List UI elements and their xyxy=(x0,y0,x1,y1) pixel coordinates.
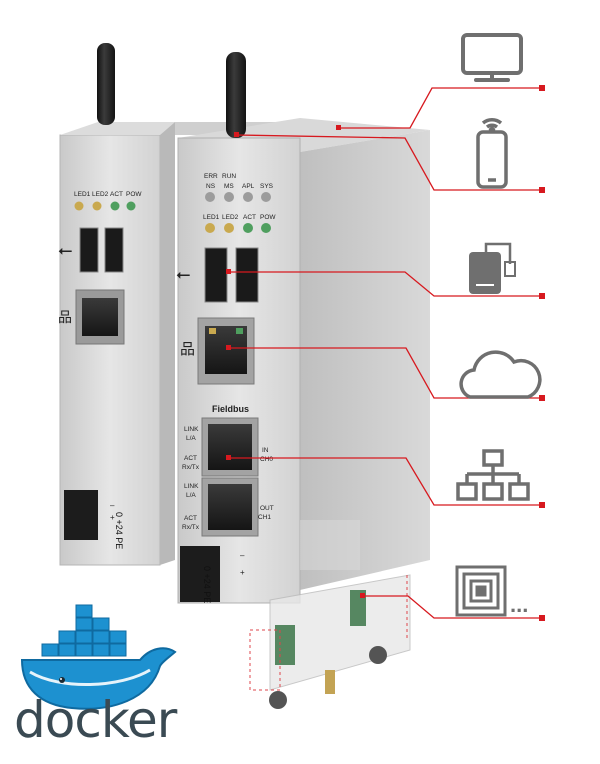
back-led-label-3: ACT xyxy=(110,191,123,198)
antenna-back xyxy=(97,43,115,125)
led-run: RUN xyxy=(222,173,236,180)
fb1-la: L/A xyxy=(186,435,196,442)
ethernet-symbol-icon: 品 xyxy=(180,341,195,358)
front-power-terminal: – + 0 +24 PE xyxy=(180,546,245,603)
fb1-ch0: CH0 xyxy=(260,456,273,463)
fieldbus-title: Fieldbus xyxy=(212,404,249,414)
back-power-terminal: – + 0 +24 PE xyxy=(64,490,124,549)
expansion-board xyxy=(249,520,411,709)
fb2-act: ACT xyxy=(184,515,197,522)
fb1-link: LINK xyxy=(184,426,199,433)
led-pow: POW xyxy=(260,214,276,221)
monitor-icon xyxy=(461,33,523,82)
front-power-label: 0 +24 PE xyxy=(202,566,212,603)
back-led-label-1: LED1 xyxy=(74,191,91,198)
led-1: LED1 xyxy=(203,214,220,221)
network-tree-icon xyxy=(456,449,530,501)
front-plus: + xyxy=(240,568,245,577)
usb-icon: ⭠ xyxy=(58,240,72,260)
fb1-rxtx: Rx/Tx xyxy=(182,464,200,471)
fb1-in: IN xyxy=(262,447,269,454)
smartphone-wifi-icon xyxy=(476,118,508,189)
cloud-icon xyxy=(459,350,542,399)
ellipsis-text: ... xyxy=(510,592,528,617)
fb2-link: LINK xyxy=(184,483,199,490)
rfid-chip-icon xyxy=(455,565,507,617)
back-plus: + xyxy=(110,513,115,522)
back-led-row: LED1 LED2 ACT POW xyxy=(74,191,142,211)
led-apl: APL xyxy=(242,183,255,190)
led-2: LED2 xyxy=(222,214,239,221)
back-usb-ports: ⭠ xyxy=(58,227,124,273)
back-minus: – xyxy=(110,501,115,510)
back-led-label-4: POW xyxy=(126,191,142,198)
back-device: LED1 LED2 ACT POW ⭠ 品 – + 0 +24 PE xyxy=(58,43,300,566)
front-minus: – xyxy=(240,551,245,560)
back-power-label: 0 +24 PE xyxy=(114,512,124,549)
fb2-rxtx: Rx/Tx xyxy=(182,524,200,531)
led-err: ERR xyxy=(204,173,218,180)
fb2-ch1: CH1 xyxy=(258,514,271,521)
ethernet-icon: 品 xyxy=(58,309,72,325)
fb1-act: ACT xyxy=(184,455,197,462)
connector-dots xyxy=(226,85,545,621)
usb-drive-icon xyxy=(469,242,516,294)
front-device: ERR RUN APL SYS NS MS LED1 LED2 ACT POW … xyxy=(176,52,430,709)
docker-wordmark: docker xyxy=(14,691,177,749)
led-sys: SYS xyxy=(260,183,274,190)
back-ethernet-port: 品 xyxy=(58,289,125,345)
antenna-front xyxy=(226,52,246,138)
fb2-la: L/A xyxy=(186,492,196,499)
back-led-label-2: LED2 xyxy=(92,191,109,198)
usb-symbol-icon: ⭠ xyxy=(176,264,190,284)
led-ms: MS xyxy=(224,183,234,190)
front-ethernet-port: 品 xyxy=(180,317,255,385)
led-ns: NS xyxy=(206,183,216,190)
docker-whale-logo xyxy=(20,604,177,710)
led-act: ACT xyxy=(243,214,256,221)
fb2-out: OUT xyxy=(260,505,274,512)
front-usb-ports: ⭠ xyxy=(176,247,259,303)
front-led-panel: ERR RUN APL SYS NS MS LED1 LED2 ACT POW xyxy=(203,173,276,233)
fieldbus-section: Fieldbus LINK L/A ACT Rx/Tx IN CH0 LINK … xyxy=(182,404,274,537)
